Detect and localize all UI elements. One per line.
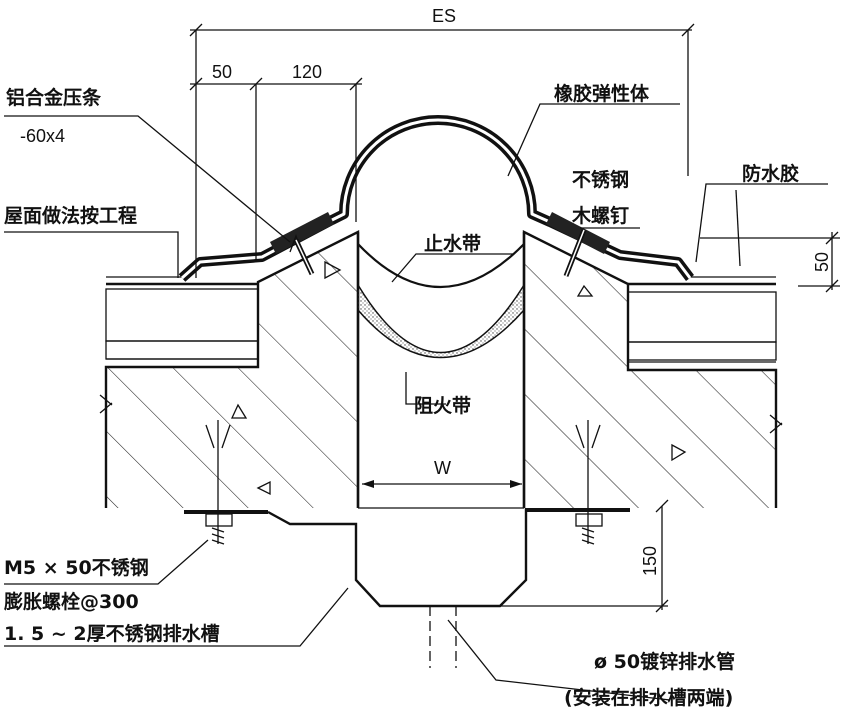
right-insulation (627, 276, 777, 363)
left-slab (104, 230, 360, 508)
label-bolt-line2: 膨胀螺栓@300 (3, 590, 139, 613)
rubber-elastomer (178, 115, 694, 508)
label-aluminum-strip-spec: -60x4 (20, 126, 65, 146)
leader-lines (4, 103, 828, 701)
label-aluminum-strip: 铝合金压条 (6, 86, 102, 109)
label-drain-trough: 1. 5 ~ 2厚不锈钢排水槽 (4, 622, 220, 645)
label-stainless: 不锈钢 (572, 169, 629, 191)
concrete-aggregates (230, 260, 687, 496)
dim-w: W (434, 458, 451, 478)
drain-trough (184, 507, 630, 608)
break-marks (99, 394, 783, 434)
left-expansion-bolt (205, 420, 233, 545)
dimension-lines (189, 23, 840, 613)
label-fire-stop: 阻火带 (414, 395, 471, 417)
label-waterproof-glue: 防水胶 (742, 162, 799, 185)
label-wood-screw: 木螺钉 (571, 204, 629, 227)
water-stop-belt (357, 243, 525, 288)
dim-120: 120 (292, 62, 322, 82)
label-drain-pipe-note: (安装在排水槽两端) (564, 686, 733, 709)
label-rubber-elastomer: 橡胶弹性体 (554, 82, 650, 105)
dim-50-top: 50 (212, 62, 232, 82)
label-drain-pipe: ø 50镀锌排水管 (594, 650, 735, 673)
right-slab (522, 230, 778, 508)
label-water-stop: 止水带 (424, 233, 481, 255)
drain-pipe (429, 606, 457, 668)
left-insulation (105, 276, 259, 360)
right-pressing-strip (546, 212, 610, 277)
label-roof-practice: 屋面做法按工程 (4, 204, 137, 227)
label-bolt-line1: M5 × 50不锈钢 (4, 557, 149, 579)
left-pressing-strip (270, 212, 334, 276)
fire-stop-belt (357, 282, 525, 359)
dim-150: 150 (640, 546, 660, 576)
dim-50-right: 50 (812, 252, 832, 272)
right-expansion-bolt (575, 420, 603, 545)
dim-es: ES (432, 6, 456, 26)
